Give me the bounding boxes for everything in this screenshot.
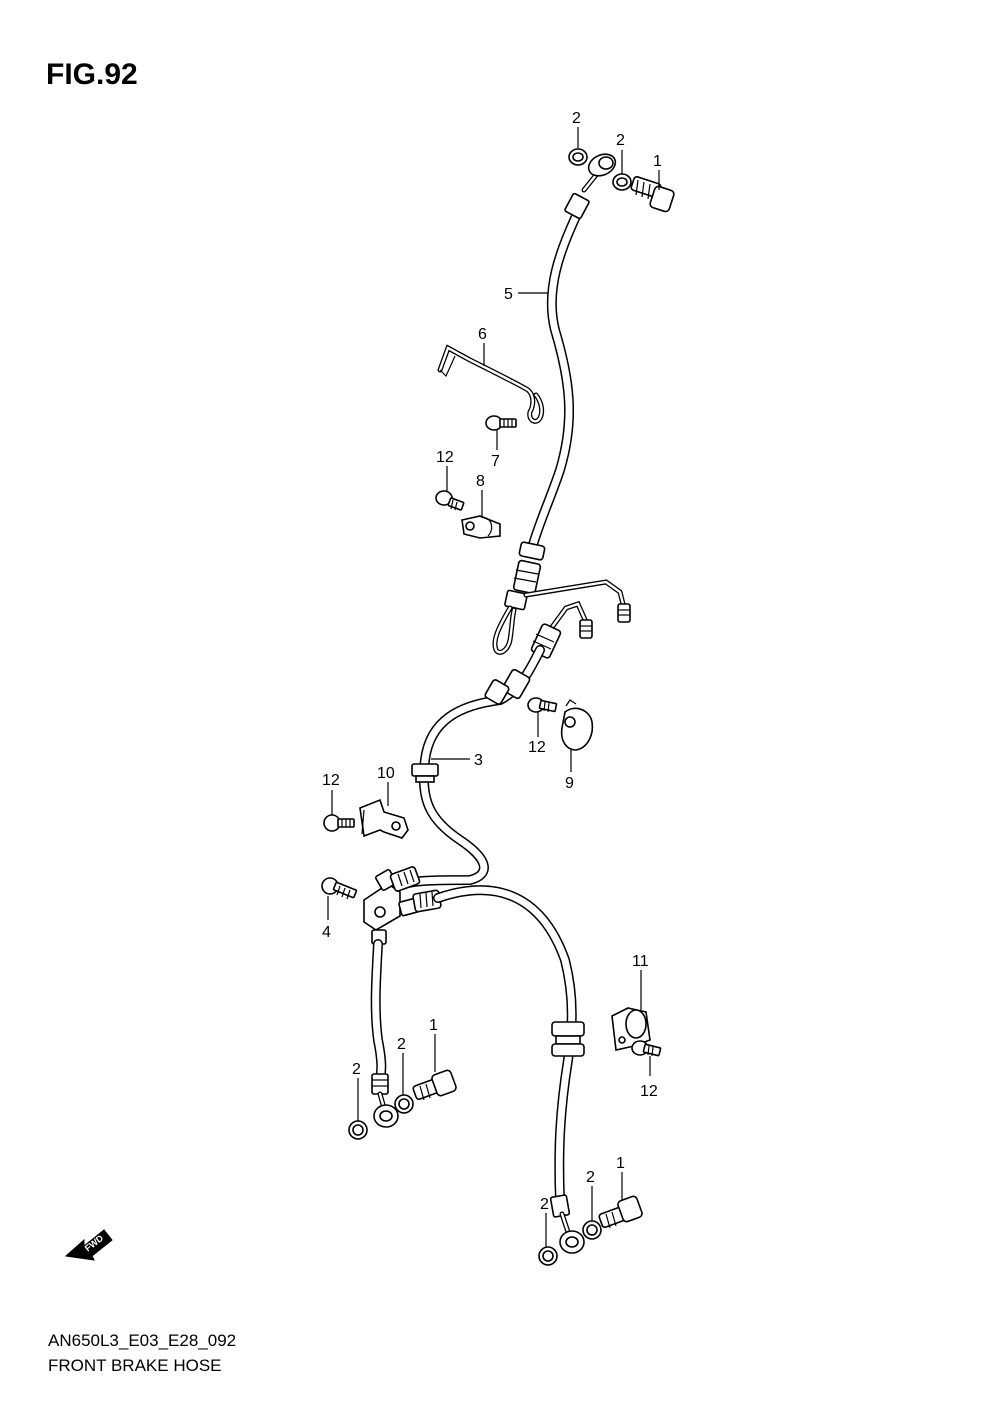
hose-loop <box>492 605 517 655</box>
callout-2: 2 <box>397 1036 406 1053</box>
banjo-bolt-icon <box>598 1195 643 1229</box>
clamp-11-icon <box>611 1007 651 1051</box>
bolt-12-left-icon <box>323 814 355 832</box>
callout-2: 2 <box>616 132 625 149</box>
callout-11: 11 <box>632 953 649 970</box>
callout-9: 9 <box>565 775 574 792</box>
callout-2: 2 <box>540 1196 549 1213</box>
wire-guide-6 <box>437 344 545 424</box>
callout-2: 2 <box>572 110 581 127</box>
callout-8: 8 <box>476 473 485 490</box>
figure-title: FIG.92 <box>46 58 138 91</box>
callout-12: 12 <box>528 739 546 756</box>
callout-1: 1 <box>653 153 662 170</box>
metal-pipe-lower <box>530 600 593 659</box>
callout-2: 2 <box>352 1061 361 1078</box>
clamp-9-icon <box>560 699 594 751</box>
callout-12: 12 <box>436 449 454 466</box>
callout-5: 5 <box>504 286 513 303</box>
bolt-12-upper-icon <box>435 490 465 511</box>
callout-2: 2 <box>586 1169 595 1186</box>
figure-caption: FRONT BRAKE HOSE <box>48 1356 222 1375</box>
bracket-10-icon <box>359 798 409 839</box>
model-code: AN650L3_E03_E28_092 <box>48 1331 237 1350</box>
callout-1: 1 <box>429 1017 438 1034</box>
leader-lines <box>327 127 660 1247</box>
bolt-7-icon <box>485 415 517 431</box>
left-caliper-hose <box>370 939 399 1128</box>
callout-12: 12 <box>322 772 340 789</box>
middle-hose-3 <box>395 645 545 890</box>
callout-7: 7 <box>491 453 500 470</box>
bolt-4-icon <box>321 877 358 900</box>
callout-12: 12 <box>640 1083 658 1100</box>
three-way-joint <box>363 866 442 945</box>
callout-3: 3 <box>474 752 483 769</box>
callout-numbers: 2 2 1 5 6 7 12 8 3 12 9 12 10 4 11 1 2 2… <box>322 110 662 1213</box>
metal-pipe-upper <box>523 579 631 623</box>
top-banjo-hardware <box>568 148 675 213</box>
upper-hose-5 <box>504 153 617 611</box>
left-banjo-hardware <box>348 1069 457 1140</box>
banjo-bolt-icon <box>412 1069 457 1101</box>
clamp-8-icon <box>461 515 501 539</box>
callout-6: 6 <box>478 326 487 343</box>
callout-1: 1 <box>616 1155 625 1172</box>
callout-4: 4 <box>322 924 331 941</box>
banjo-bolt-icon <box>630 175 675 213</box>
right-caliper-hose <box>433 885 585 1254</box>
callout-10: 10 <box>377 765 395 782</box>
bolt-12-lower-icon <box>631 1040 662 1057</box>
bolt-12-mid-icon <box>527 697 558 713</box>
fwd-arrow-icon: FWD <box>64 1229 113 1261</box>
